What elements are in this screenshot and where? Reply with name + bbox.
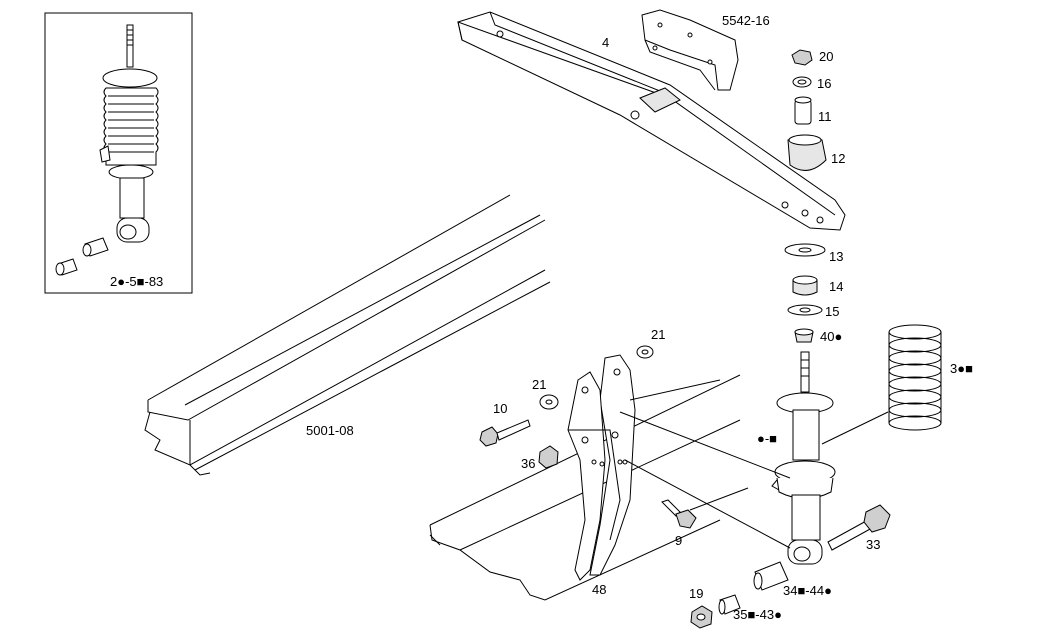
coil-spring: 3●■ <box>821 324 973 445</box>
callout-33: 33 <box>866 537 880 552</box>
callout-36: 36 <box>521 456 535 471</box>
callout-40: 40● <box>820 329 842 344</box>
callout-19: 19 <box>689 586 703 601</box>
callout-15: 15 <box>825 304 839 319</box>
callout-12: 12 <box>831 151 845 166</box>
callout-9: 9 <box>675 533 682 548</box>
callout-3: 3●■ <box>950 361 973 376</box>
callout-13: 13 <box>829 249 843 264</box>
callout-inset-parts: 2●-5■-83 <box>110 274 163 289</box>
callout-4: 4 <box>602 35 609 50</box>
shock-absorber <box>771 351 836 565</box>
callout-21-top: 21 <box>651 327 665 342</box>
inset-detail-box: 2●-5■-83 <box>44 12 193 294</box>
callout-35: 35■-43● <box>733 607 782 622</box>
callout-16: 16 <box>817 76 831 91</box>
bracket-5542-16: 5542-16 <box>641 9 770 91</box>
callout-14: 14 <box>829 279 843 294</box>
callout-11: 11 <box>818 109 832 124</box>
callout-34: 34■-44● <box>783 583 832 598</box>
callout-dot-square: ●-■ <box>757 431 777 446</box>
callout-48: 48 <box>592 582 606 597</box>
callout-5001-08: 5001-08 <box>306 423 354 438</box>
frame-rail-5001-08: 5001-08 <box>144 194 551 476</box>
fasteners: 21 21 10 36 9 33 34■-44● 35■-43● 19 <box>479 327 891 629</box>
assembly-lines <box>619 379 791 549</box>
top-mount-stack: 20 16 11 12 13 14 15 40● <box>784 49 845 344</box>
crossmember-part-4: 4 <box>457 11 846 231</box>
callout-21-left: 21 <box>532 377 546 392</box>
bracket-plates-48: 48 <box>567 354 636 597</box>
callout-5542-16: 5542-16 <box>722 13 770 28</box>
callout-20: 20 <box>819 49 833 64</box>
callout-10: 10 <box>493 401 507 416</box>
